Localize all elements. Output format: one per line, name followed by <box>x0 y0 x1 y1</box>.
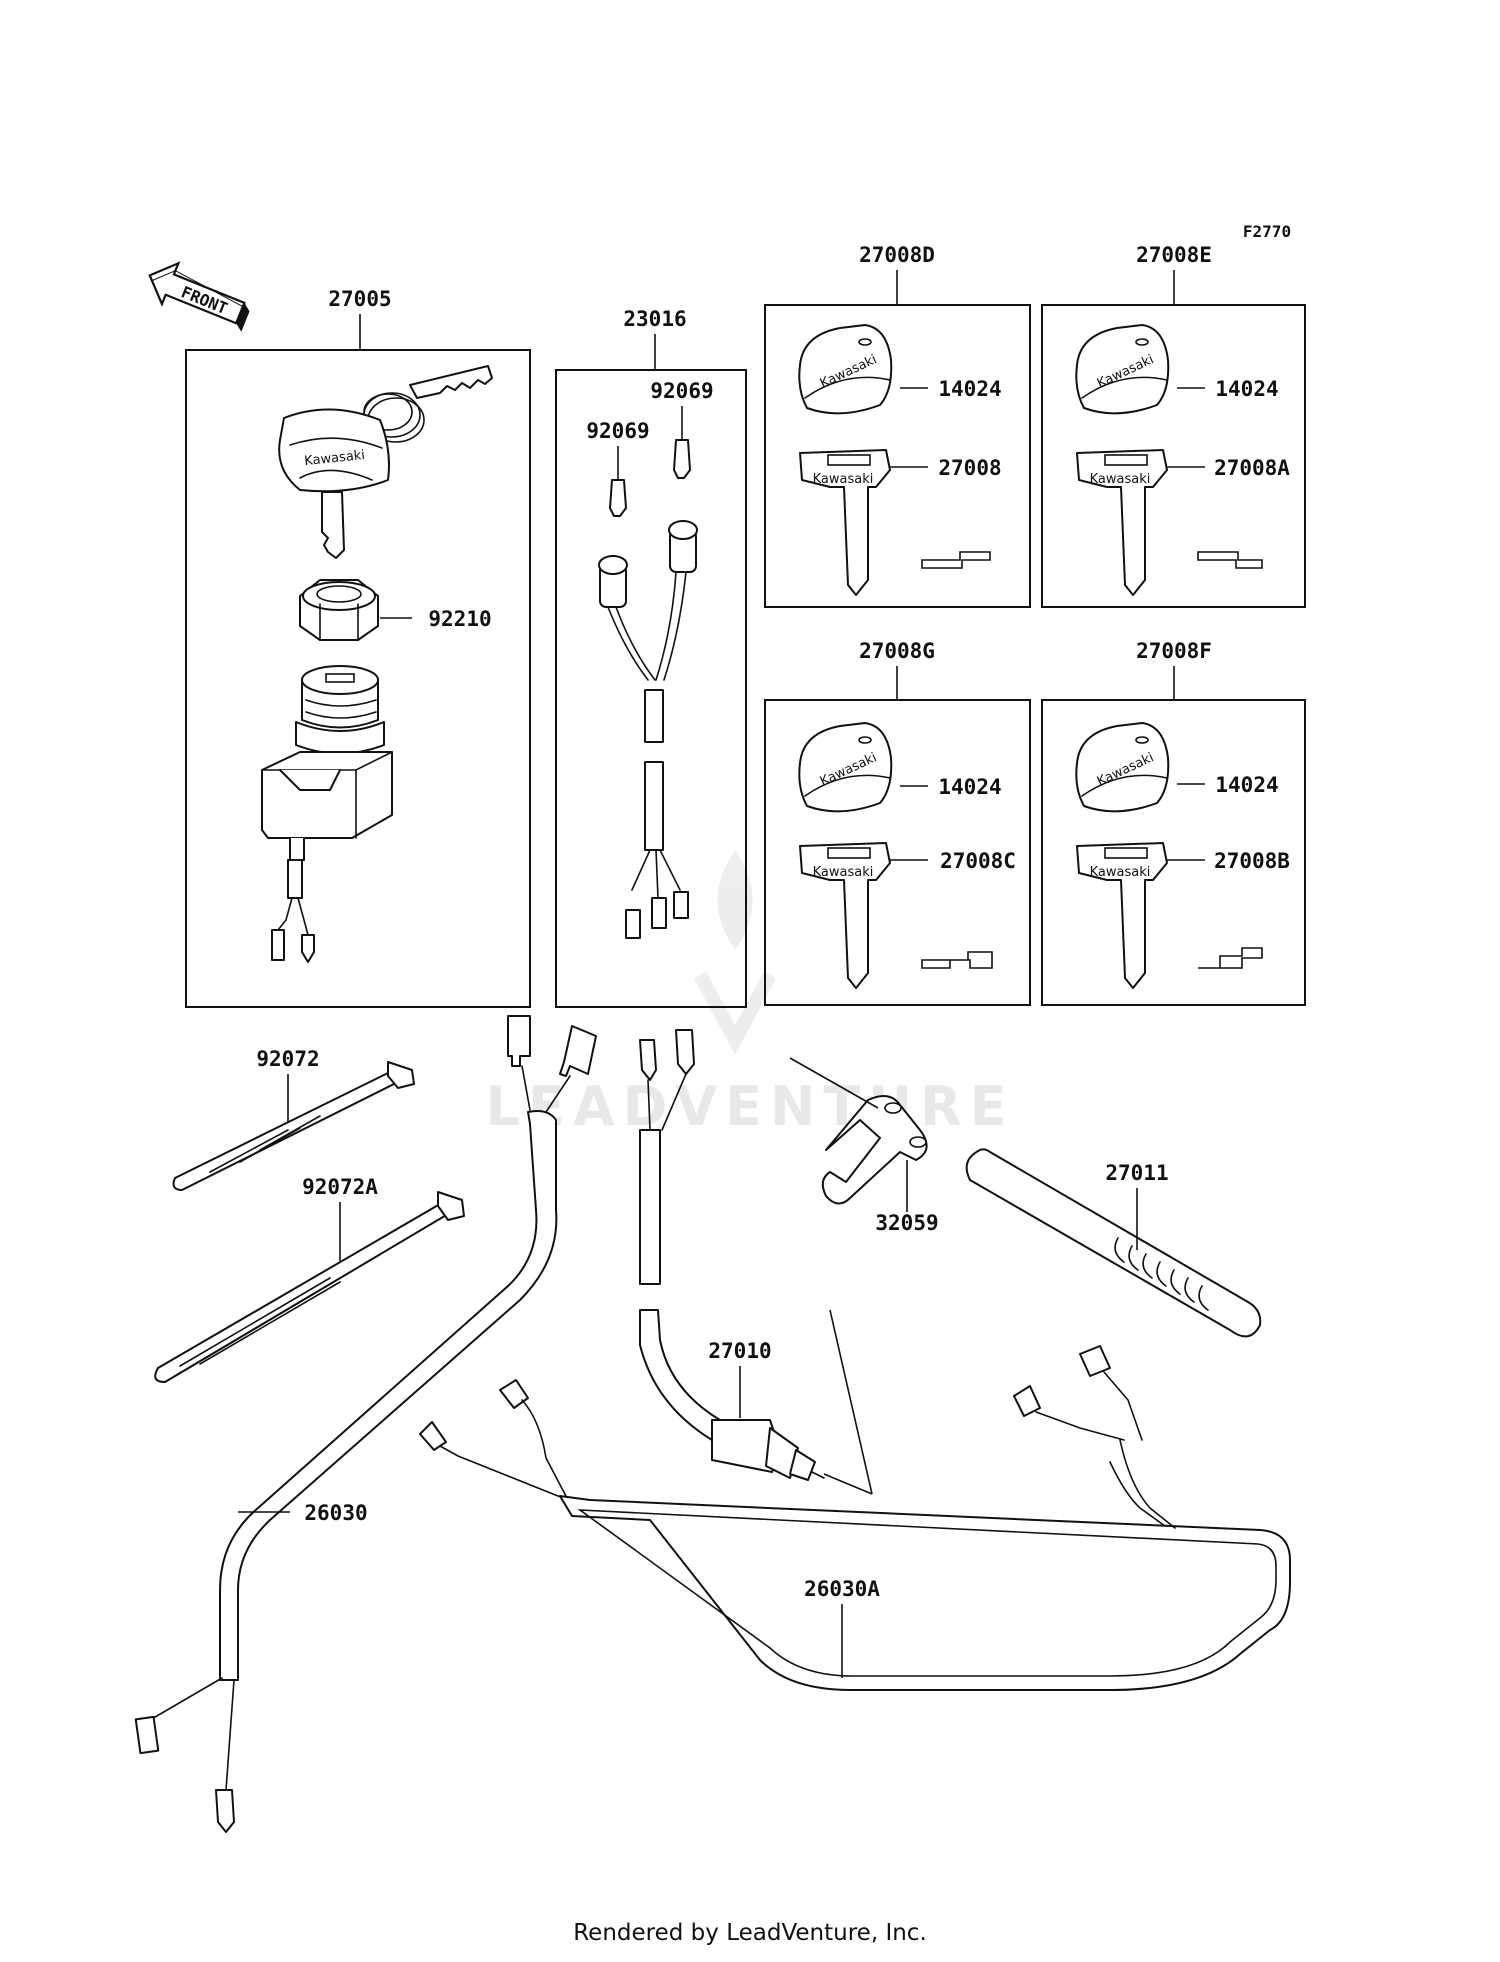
terminal-cap-icon <box>609 439 691 517</box>
svg-text:Kawasaki: Kawasaki <box>813 472 874 487</box>
svg-text:Kawasaki: Kawasaki <box>813 865 874 880</box>
key-knob-icon-e: Kawasaki <box>1075 324 1170 415</box>
svg-text:Kawasaki: Kawasaki <box>1090 865 1151 880</box>
lanyard-wire-icon <box>598 520 698 939</box>
callout-23016: 23016 <box>623 307 686 331</box>
ignition-switch-body-icon <box>261 665 393 963</box>
callout-27008B: 27008B <box>1214 849 1290 873</box>
callout-27008C: 27008C <box>940 849 1016 873</box>
callout-27008E: 27008E <box>1136 243 1212 267</box>
callout-14024-e: 14024 <box>1215 377 1278 401</box>
callout-27008D: 27008D <box>859 243 935 267</box>
key-code-symbol-g <box>921 951 993 969</box>
key-set-27008G-box <box>764 699 1031 1006</box>
harness-26030A-icon <box>419 1345 1291 1691</box>
key-knob-icon-g: Kawasaki <box>798 722 893 813</box>
callout-27010: 27010 <box>708 1339 771 1363</box>
key-blade-icon-d: Kawasaki <box>799 449 891 596</box>
key-code-symbol-d <box>921 551 991 569</box>
key-blade-icon-e: Kawasaki <box>1076 449 1168 596</box>
key-blade-icon-f: Kawasaki <box>1076 842 1168 989</box>
key-set-27008F-box <box>1041 699 1306 1006</box>
figure-code: F2770 <box>1243 222 1291 241</box>
bracket-32059-icon <box>821 1095 928 1205</box>
switch-27010-icon <box>639 1029 825 1481</box>
callout-92072: 92072 <box>256 1047 319 1071</box>
cover-27011-icon <box>965 1148 1262 1338</box>
callout-27008G: 27008G <box>859 639 935 663</box>
lanyard-assy-box <box>555 369 747 1008</box>
key-set-27008D-box <box>764 304 1031 608</box>
callout-92069-left: 92069 <box>586 419 649 443</box>
callout-26030: 26030 <box>304 1501 367 1525</box>
key-knob-icon-d: Kawasaki <box>798 324 893 415</box>
callout-27008F: 27008F <box>1136 639 1212 663</box>
key-knob-icon-f: Kawasaki <box>1075 722 1170 813</box>
footer-text: Rendered by LeadVenture, Inc. <box>573 1920 927 1946</box>
key-set-27008E-box <box>1041 304 1306 608</box>
ignition-key-icon: Kawasaki <box>278 365 493 559</box>
ignition-switch-assy-box <box>185 349 531 1008</box>
harness-26030-icon <box>134 1015 597 1833</box>
key-code-symbol-e <box>1197 551 1263 569</box>
callout-14024-d: 14024 <box>938 377 1001 401</box>
cable-tie-long-icon <box>154 1191 465 1383</box>
callout-32059: 32059 <box>875 1211 938 1235</box>
leadventure-watermark: LEADVENTURE <box>486 850 1015 1138</box>
key-code-symbol-f <box>1198 947 1263 969</box>
callout-27005: 27005 <box>328 287 391 311</box>
svg-text:Kawasaki: Kawasaki <box>1090 472 1151 487</box>
nut-icon <box>299 579 379 641</box>
callout-92210: 92210 <box>428 607 491 631</box>
callout-14024-f: 14024 <box>1215 773 1278 797</box>
callout-27008A: 27008A <box>1214 456 1290 480</box>
key-blade-icon-g: Kawasaki <box>799 842 891 989</box>
svg-text:Kawasaki: Kawasaki <box>304 448 366 469</box>
callout-26030A: 26030A <box>804 1577 880 1601</box>
cable-tie-icon <box>172 1061 415 1191</box>
callout-27011: 27011 <box>1105 1161 1168 1185</box>
callout-92072A: 92072A <box>302 1175 378 1199</box>
callout-92069-right: 92069 <box>650 379 713 403</box>
front-arrow-icon: FRONT <box>148 261 250 332</box>
callout-27008: 27008 <box>938 456 1001 480</box>
callout-14024-g: 14024 <box>938 775 1001 799</box>
svg-text:LEADVENTURE: LEADVENTURE <box>486 1075 1015 1138</box>
